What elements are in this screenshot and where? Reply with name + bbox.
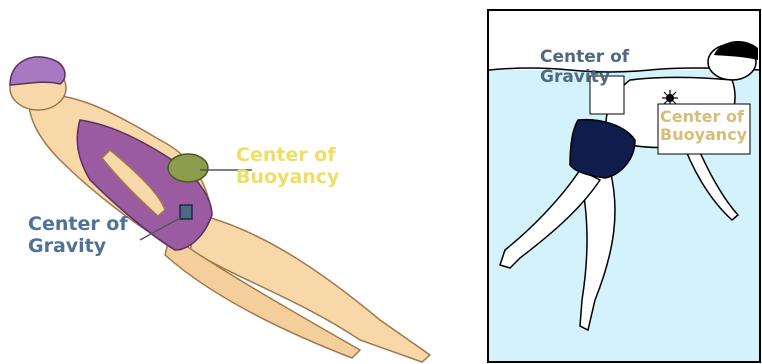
- label-line: Center of: [540, 48, 629, 68]
- label-line: Center of: [28, 214, 128, 236]
- floating-swimmer-diagram: Center of Buoyancy Center of Gravity: [0, 0, 470, 364]
- center-of-gravity-label: Center of Gravity: [540, 48, 629, 87]
- buoyancy-marker: [168, 154, 208, 182]
- label-line: Center of: [236, 145, 339, 167]
- label-line: Gravity: [28, 236, 128, 258]
- gravity-marker: [180, 205, 192, 219]
- center-of-buoyancy-label: Center of Buoyancy: [660, 108, 747, 145]
- floating-swimmer-figure: [0, 0, 470, 364]
- center-of-buoyancy-label: Center of Buoyancy: [236, 145, 339, 189]
- label-line: Gravity: [540, 68, 629, 88]
- label-line: Buoyancy: [236, 167, 339, 189]
- sinking-swimmer-diagram: Center of Gravity Center of Buoyancy: [470, 0, 762, 364]
- label-line: Center of: [660, 108, 747, 126]
- center-of-gravity-label: Center of Gravity: [28, 214, 128, 258]
- swim-cap: [10, 57, 65, 85]
- label-line: Buoyancy: [660, 126, 747, 144]
